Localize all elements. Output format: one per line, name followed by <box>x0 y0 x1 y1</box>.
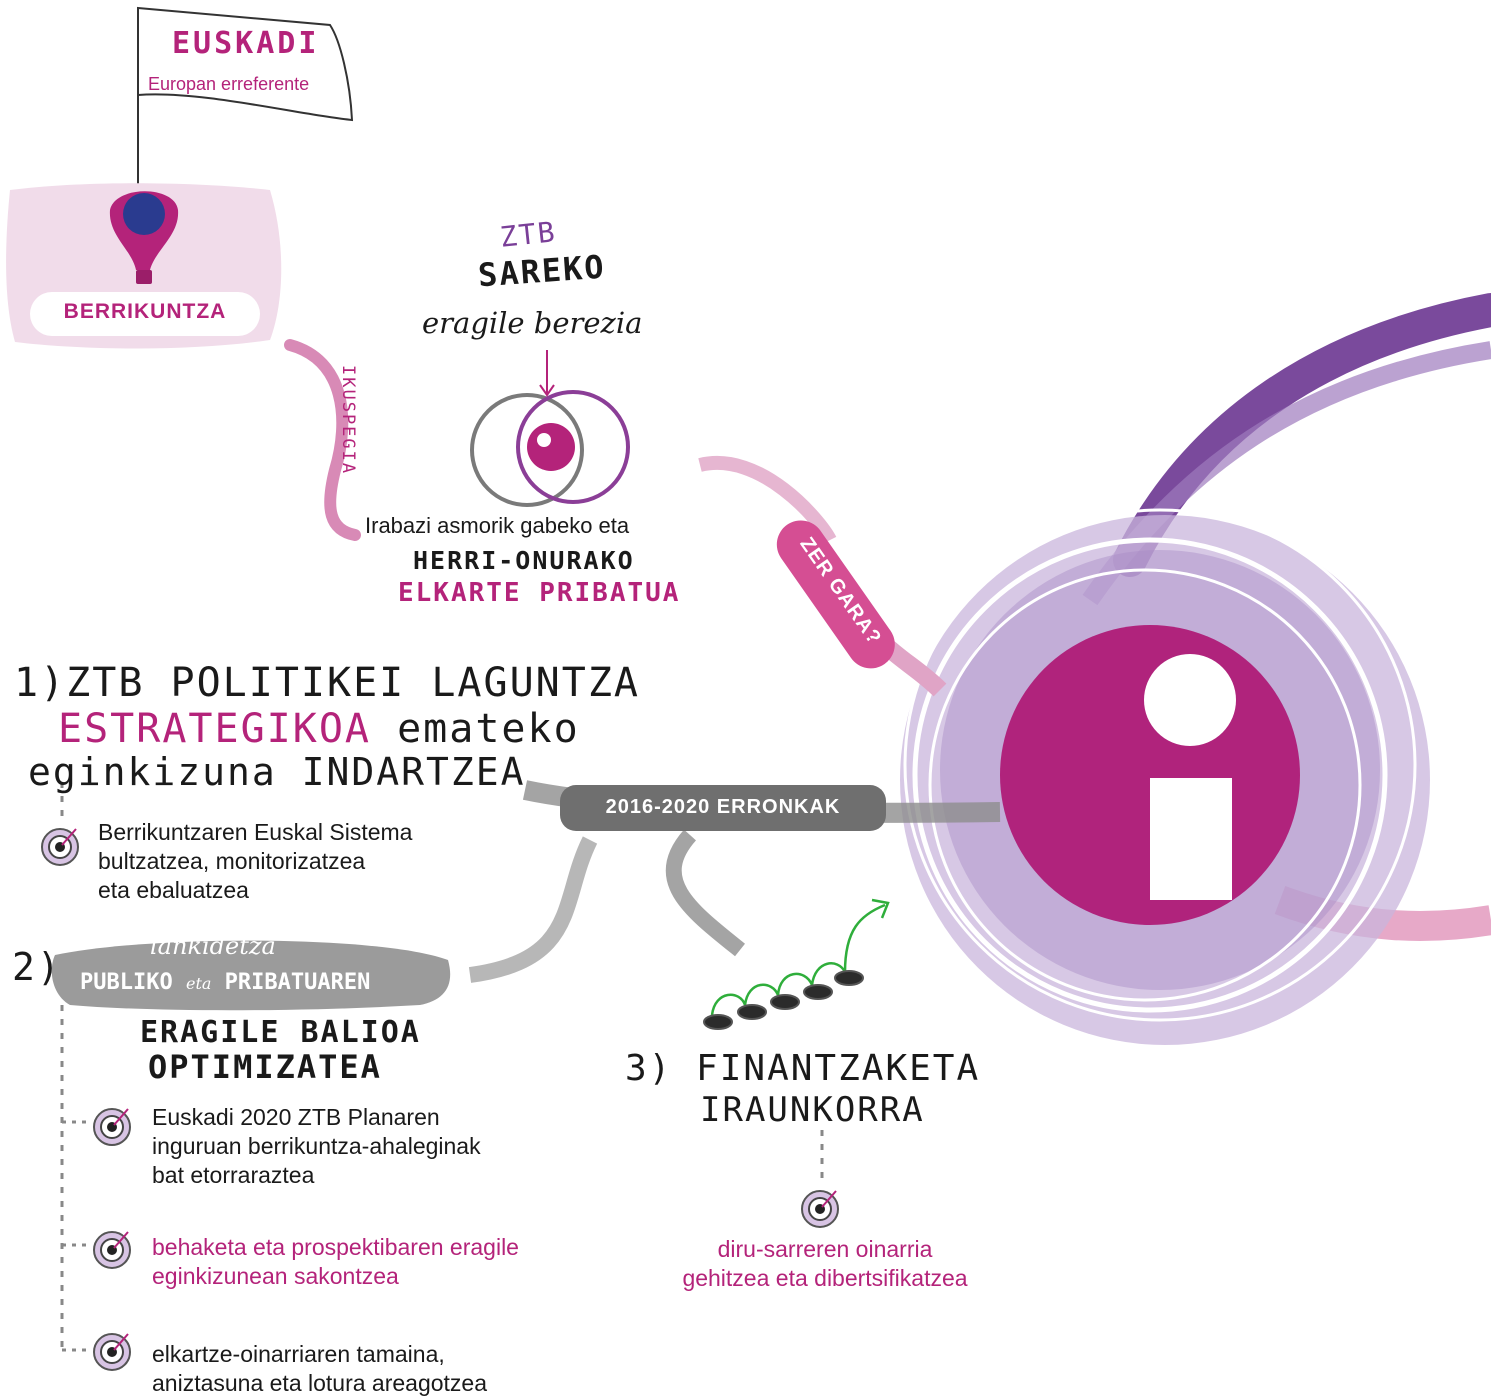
info-logo-dot <box>1144 654 1236 746</box>
vision-swash <box>284 339 361 541</box>
challenge1-title-line3: eginkizuna INDARTZEA <box>28 750 526 794</box>
target-icon <box>801 1190 839 1228</box>
challenges-pill-bg <box>560 785 886 831</box>
white-swirl-2 <box>903 508 1417 1022</box>
eu-stars-icon <box>123 193 165 235</box>
identity-line2: HERRI-ONURAKO <box>413 546 635 575</box>
innovation-label: BERRIKUNTZA <box>63 300 227 323</box>
venn-circle-grey <box>470 393 584 507</box>
challenge2-title-line1: ERAGILE BALIOA <box>140 1015 421 1050</box>
partnership-pill-bg <box>51 940 451 1011</box>
target-icon <box>93 1108 131 1146</box>
innovation-pill-bg <box>30 292 260 336</box>
challenges-label: 2016-2020 ERRONKAK <box>605 796 841 818</box>
info-logo-stem <box>1150 778 1232 900</box>
growth-arrow-icon <box>710 903 886 1016</box>
venn-circle-purple <box>516 390 630 504</box>
challenge2-number: 2) <box>12 945 62 989</box>
target-icon <box>93 1333 131 1371</box>
white-swirl-1 <box>912 537 1388 1013</box>
white-swirl-3 <box>928 568 1362 1002</box>
challenge1-title-line2: ESTRATEGIKOA emateko <box>58 706 580 752</box>
challenge3-title-line1: 3) FINANTZAKETA <box>625 1048 981 1089</box>
flag-title: EUSKADI <box>172 26 320 61</box>
flag-subtitle: Europan erreferente <box>148 74 310 94</box>
identity-line3: ELKARTE PRIBATUA <box>398 578 681 608</box>
network-acronym: ZTB <box>498 215 559 254</box>
vision-label: IKUSPEGIA <box>338 365 358 476</box>
network-role: eragile berezia <box>422 306 643 340</box>
coins-icon <box>703 970 864 1030</box>
challenge1-title-line1: 1)ZTB POLITIKEI LAGUNTZA <box>14 660 640 706</box>
grey-branch-3 <box>665 829 745 957</box>
challenge3-title-line2: IRAUNKORRA <box>700 1090 925 1130</box>
identity-line1: Irabazi asmorik gabeko eta <box>365 513 630 538</box>
partnership-top: lankidetza <box>150 932 276 960</box>
who-pill-bg <box>776 520 895 669</box>
venn-core <box>527 423 575 471</box>
target-icon <box>93 1231 131 1269</box>
grey-branch-2 <box>468 836 598 983</box>
target-icon <box>41 828 79 866</box>
challenge2-item3: elkartze-oinarriaren tamaina,aniztasuna … <box>152 1341 488 1396</box>
challenge2-title-line2: OPTIMIZATEA <box>148 1048 382 1086</box>
partnership-bottom: PUBLIKO eta PRIBATUAREN <box>80 970 371 995</box>
flag-cloth <box>137 6 354 122</box>
pink-branch <box>698 456 837 544</box>
